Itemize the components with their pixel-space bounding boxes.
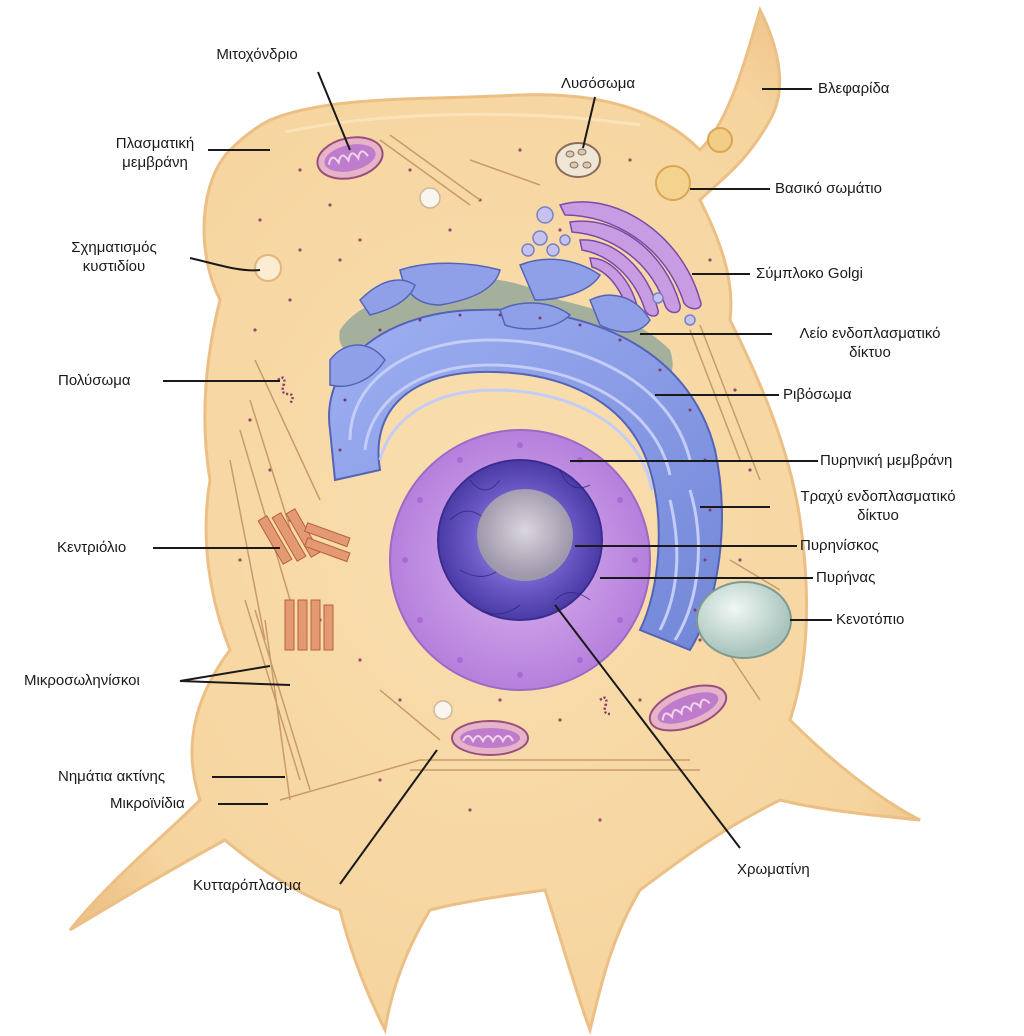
centriole-shape [257,508,351,651]
label-nucleolus: Πυρηνίσκος [800,537,879,554]
smooth-er-shape [339,277,673,381]
rough-er-upper [329,258,651,387]
label-basal-body: Βασικό σωμάτιο [775,180,882,197]
vacuole-shape [696,581,792,659]
er-ribosome-dots [338,313,712,612]
label-cytoplasm: Κυτταρόπλασμα [193,877,302,894]
label-golgi: Σύμπλοκο Golgi [756,265,863,282]
label-nucleus: Πυρήνας [816,569,876,586]
label-nuclear-membrane: Πυρηνική μεμβράνη [820,452,953,469]
vesicle-formation-shape [254,254,282,282]
nucleolus-shape [477,489,573,581]
ribosome-dots [238,148,752,822]
lysosome-shape [555,142,601,178]
rough-er-shape [328,308,723,652]
label-plasma-membrane: Πλασματική μεμβράνη [115,135,195,171]
label-chromatin: Χρωματίνη [737,861,810,878]
label-microfibrils: Μικροϊνίδια [110,795,185,812]
label-mitochondrion: Μιτοχόνδριο [216,46,298,63]
golgi-shape [558,201,702,317]
golgi-vesicles [521,206,696,326]
filaments [229,134,781,801]
label-cilium: Βλεφαρίδα [818,80,890,97]
label-rough-er: Τραχύ ενδοπλασματικό δίκτυο [800,488,956,524]
label-vacuole: Κενοτόπιο [836,611,905,628]
label-vesicle-formation: Σχηματισμός κυστιδίου [71,239,157,275]
label-ribosome: Ριβόσωμα [783,386,852,403]
label-smooth-er: Λείο ενδοπλασματικό δίκτυο [799,325,941,361]
mitochondrion-bottom-right [648,684,728,732]
label-polysome: Πολύσωμα [58,372,131,389]
leader-lines [153,71,832,885]
mitochondrion-bottom-left [451,720,529,756]
label-microtubules: Μικροσωληνίσκοι [24,672,140,689]
label-actin-filaments: Νημάτια ακτίνης [58,768,166,785]
label-lysosome: Λυσόσωμα [560,75,636,92]
label-centriole: Κεντριόλιο [57,539,127,556]
mitochondrion-top [316,136,384,180]
